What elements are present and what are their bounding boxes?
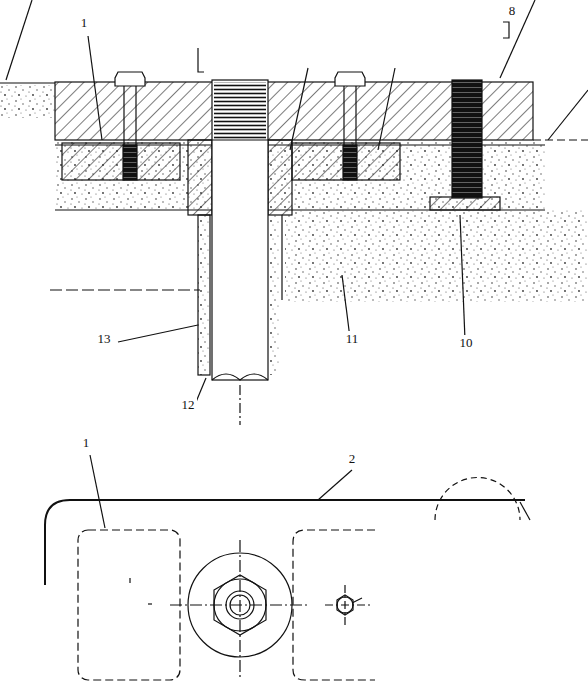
callout-number: 12 (180, 397, 197, 412)
callout-number: 8 (507, 3, 518, 18)
callout-number: 1 (81, 435, 92, 450)
callout-number: 11 (344, 331, 361, 346)
callout-number: 2 (347, 451, 358, 466)
callout-number: 1 (79, 15, 90, 30)
callout-number: 13 (96, 331, 113, 346)
callout-number: 10 (458, 335, 475, 350)
